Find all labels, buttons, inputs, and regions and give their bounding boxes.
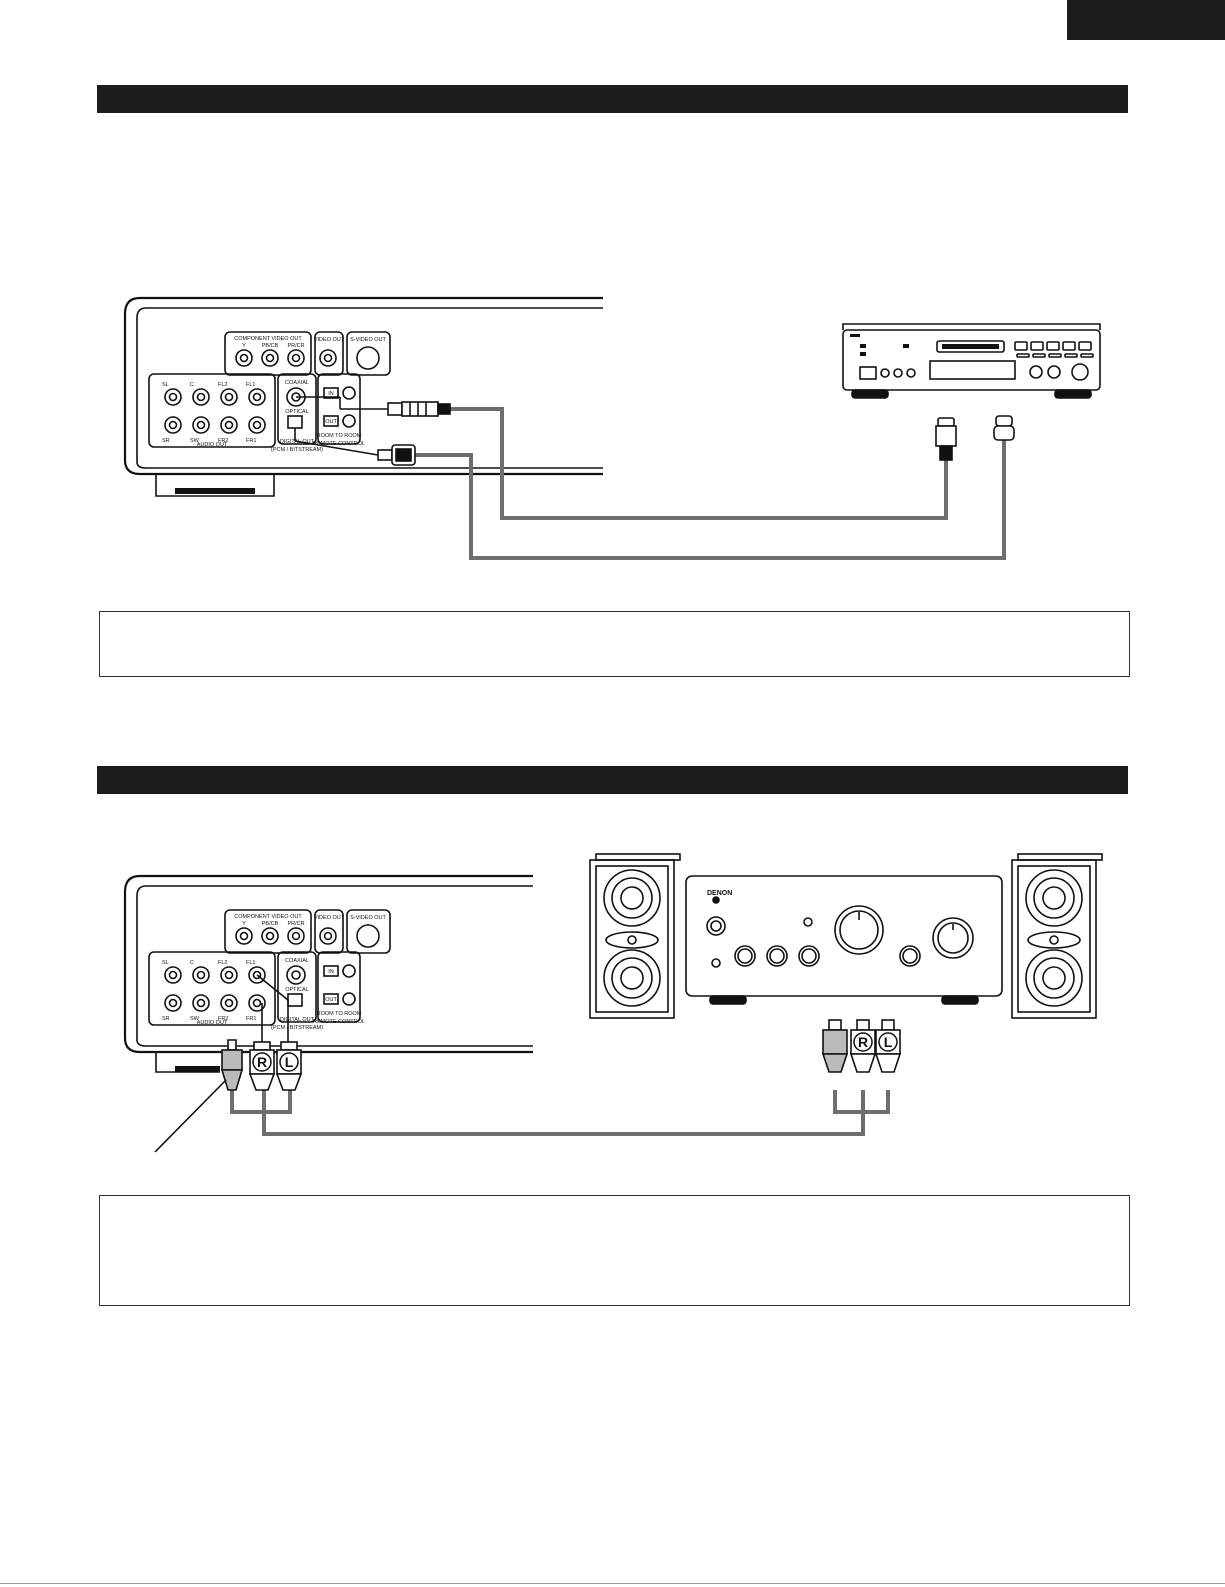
label-in-2: IN	[328, 969, 334, 975]
label-optical: OPTICAL	[285, 409, 309, 415]
plug-letter-labels: R L R L	[252, 1032, 898, 1072]
analog-cables	[230, 1090, 890, 1136]
component-video-jacks-2	[235, 924, 380, 948]
label-room-to-room: ROOM TO ROOM	[317, 433, 362, 439]
plug-label-left-amp: L	[884, 1034, 893, 1050]
label-out: OUT	[325, 419, 337, 425]
label-c-2: C	[190, 960, 194, 966]
receiver-rear-panel-1	[123, 296, 603, 497]
label-pcm-bitstream: (PCM / BITSTREAM)	[271, 447, 323, 453]
label-sl-2: SL	[162, 960, 169, 966]
label-video-out-2: VIDEO OUT	[314, 915, 345, 921]
label-fl2-2: FL2	[218, 960, 227, 966]
speaker-right	[1011, 853, 1103, 1019]
label-in: IN	[328, 391, 334, 397]
label-sw-2: SW	[190, 1016, 200, 1022]
label-pr-cr: PR/CR	[287, 343, 304, 349]
label-digital-out-2: DIGITAL OUT	[280, 1017, 315, 1023]
receiver-panel-labels-2: COMPONENT VIDEO OUT Y PB/CB PR/CR VIDEO …	[162, 914, 387, 1031]
label-video-out: VIDEO OUT	[314, 337, 345, 343]
label-pb-cb: PB/CB	[262, 343, 279, 349]
label-pb-cb-2: PB/CB	[262, 921, 279, 927]
label-y-2: Y	[242, 921, 246, 927]
label-room-to-room-2: ROOM TO ROOM	[317, 1011, 362, 1017]
plug-label-right-amp: R	[858, 1034, 868, 1050]
section-header-bar-2	[97, 766, 1128, 794]
label-component-video-out-2: COMPONENT VIDEO OUT	[234, 914, 302, 920]
digital-cables	[415, 407, 1006, 560]
page-tab-block	[1067, 0, 1225, 40]
bottom-rule	[0, 1583, 1225, 1584]
label-c: C	[190, 382, 194, 388]
label-fr1-2: FR1	[246, 1016, 256, 1022]
label-fr2: FR2	[218, 438, 228, 444]
receiver-rear-panel-2	[123, 874, 533, 1073]
label-optical-2: OPTICAL	[285, 987, 309, 993]
label-coaxial: COAXIAL	[285, 380, 309, 386]
label-fr2-2: FR2	[218, 1016, 228, 1022]
audio-out-jacks-2	[164, 966, 266, 1012]
plug-label-right: R	[257, 1054, 267, 1070]
label-fl1-2: FL1	[246, 960, 255, 966]
amplifier-brand-logo: DENON	[707, 890, 732, 897]
cable-plugs-1	[294, 396, 1015, 466]
optical-cable	[415, 440, 1006, 560]
section-header-bar-1	[97, 85, 1128, 113]
amplifier-front	[685, 875, 1003, 1005]
label-audio-out: AUDIO OUT	[197, 442, 228, 448]
receiver-panel-labels-1: COMPONENT VIDEO OUT Y PB/CB PR/CR VIDEO …	[162, 336, 387, 453]
md-deck-front	[842, 323, 1101, 399]
speaker-left	[589, 853, 681, 1019]
label-component-video-out: COMPONENT VIDEO OUT	[234, 336, 302, 342]
label-coaxial-2: COAXIAL	[285, 958, 309, 964]
component-video-jacks	[235, 346, 380, 370]
label-s-video-out: S-VIDEO OUT	[350, 337, 386, 343]
label-remote-control-2: REMOTE CONTROL	[313, 1019, 365, 1025]
note-box-2	[99, 1195, 1130, 1306]
label-remote-control: REMOTE CONTROL	[313, 441, 365, 447]
label-sr: SR	[162, 438, 170, 444]
label-y: Y	[242, 343, 246, 349]
label-s-video-out-2: S-VIDEO OUT	[350, 915, 386, 921]
label-pr-cr-2: PR/CR	[287, 921, 304, 927]
plug-label-left: L	[285, 1054, 294, 1070]
audio-out-jacks	[164, 388, 266, 434]
label-sr-2: SR	[162, 1016, 170, 1022]
label-fl1: FL1	[246, 382, 255, 388]
label-sl: SL	[162, 382, 169, 388]
label-pcm-bitstream-2: (PCM / BITSTREAM)	[271, 1025, 323, 1031]
label-audio-out-2: AUDIO OUT	[197, 1020, 228, 1026]
label-fr1: FR1	[246, 438, 256, 444]
label-out-2: OUT	[325, 997, 337, 1003]
analog-connection-diagram: COMPONENT VIDEO OUT Y PB/CB PR/CR VIDEO …	[123, 853, 1103, 1153]
digital-connection-diagram: COMPONENT VIDEO OUT Y PB/CB PR/CR VIDEO …	[123, 296, 1101, 560]
note-box-1	[99, 611, 1130, 677]
coaxial-cable	[450, 407, 948, 520]
label-sw: SW	[190, 438, 200, 444]
label-fl2: FL2	[218, 382, 227, 388]
